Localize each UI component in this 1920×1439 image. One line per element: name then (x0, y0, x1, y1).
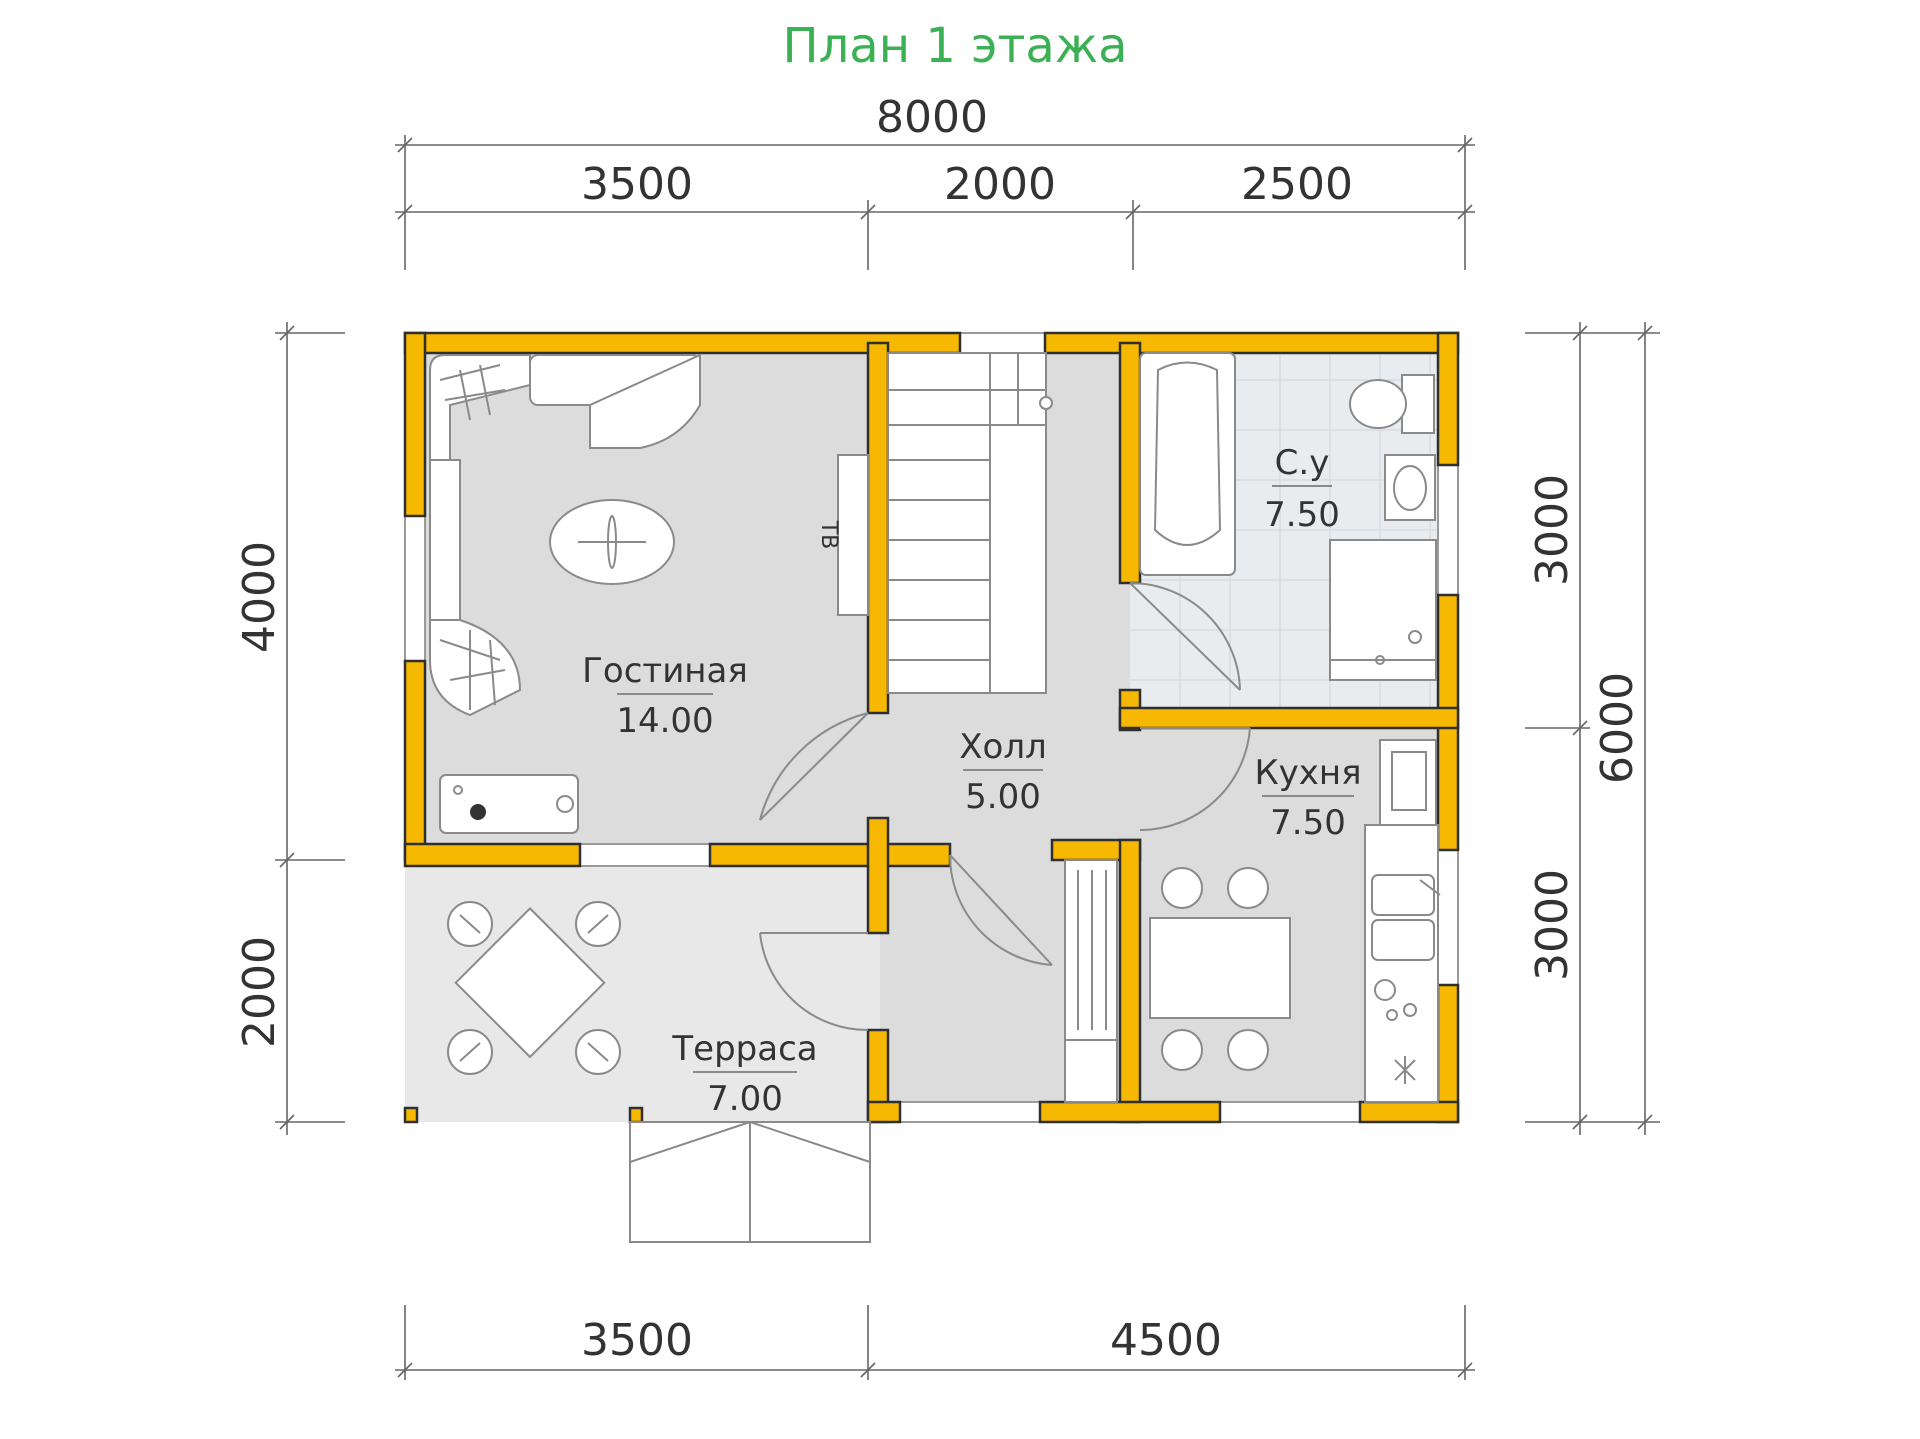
room-kitchen-name: Кухня (1254, 753, 1361, 793)
dimension-lines (275, 135, 1660, 1380)
dim-top-seg-2: 2000 (944, 159, 1056, 210)
dim-bottom-seg-1: 3500 (581, 1315, 693, 1366)
room-terrace-area: 7.00 (707, 1079, 783, 1119)
dim-right-total: 6000 (1592, 672, 1643, 784)
corner-sofa (429, 354, 531, 461)
room-hall-name: Холл (959, 727, 1047, 767)
dim-top-seg-1: 3500 (581, 159, 693, 210)
dim-right-lower: 3000 (1527, 869, 1578, 981)
dining-table (1149, 917, 1291, 1019)
kitchen-furniture (1064, 739, 1441, 1103)
dim-top-seg-3: 2500 (1241, 159, 1353, 210)
room-living-area: 14.00 (616, 701, 713, 741)
stove-icon (470, 804, 486, 820)
dim-left-lower: 2000 (234, 936, 285, 1048)
room-bathroom-area: 7.50 (1264, 495, 1340, 535)
bathtub (1139, 352, 1236, 576)
staircase (887, 352, 1053, 694)
room-hall-area: 5.00 (965, 777, 1041, 817)
dim-left-upper: 4000 (234, 541, 285, 653)
doors (759, 582, 1251, 1032)
dim-bottom-seg-2: 4500 (1110, 1315, 1222, 1366)
kitchen-counter (1364, 824, 1439, 1103)
room-bathroom-name: С.у (1275, 443, 1330, 483)
entry-steps (629, 1121, 871, 1243)
tv-label: ТВ (816, 520, 841, 550)
dim-top-total: 8000 (876, 92, 988, 143)
tv-stand (837, 454, 869, 616)
plan-title: План 1 этажа (783, 18, 1128, 74)
dim-right-upper: 3000 (1527, 474, 1578, 586)
terrace-table (454, 907, 606, 1059)
room-kitchen-area: 7.50 (1270, 803, 1346, 843)
living-furniture: ТВ (429, 353, 869, 834)
windows (404, 332, 1459, 1123)
bathroom-furniture (1139, 352, 1437, 681)
terrace-furniture (447, 901, 621, 1075)
room-living-name: Гостиная (582, 651, 748, 691)
room-terrace-name: Терраса (671, 1029, 817, 1069)
